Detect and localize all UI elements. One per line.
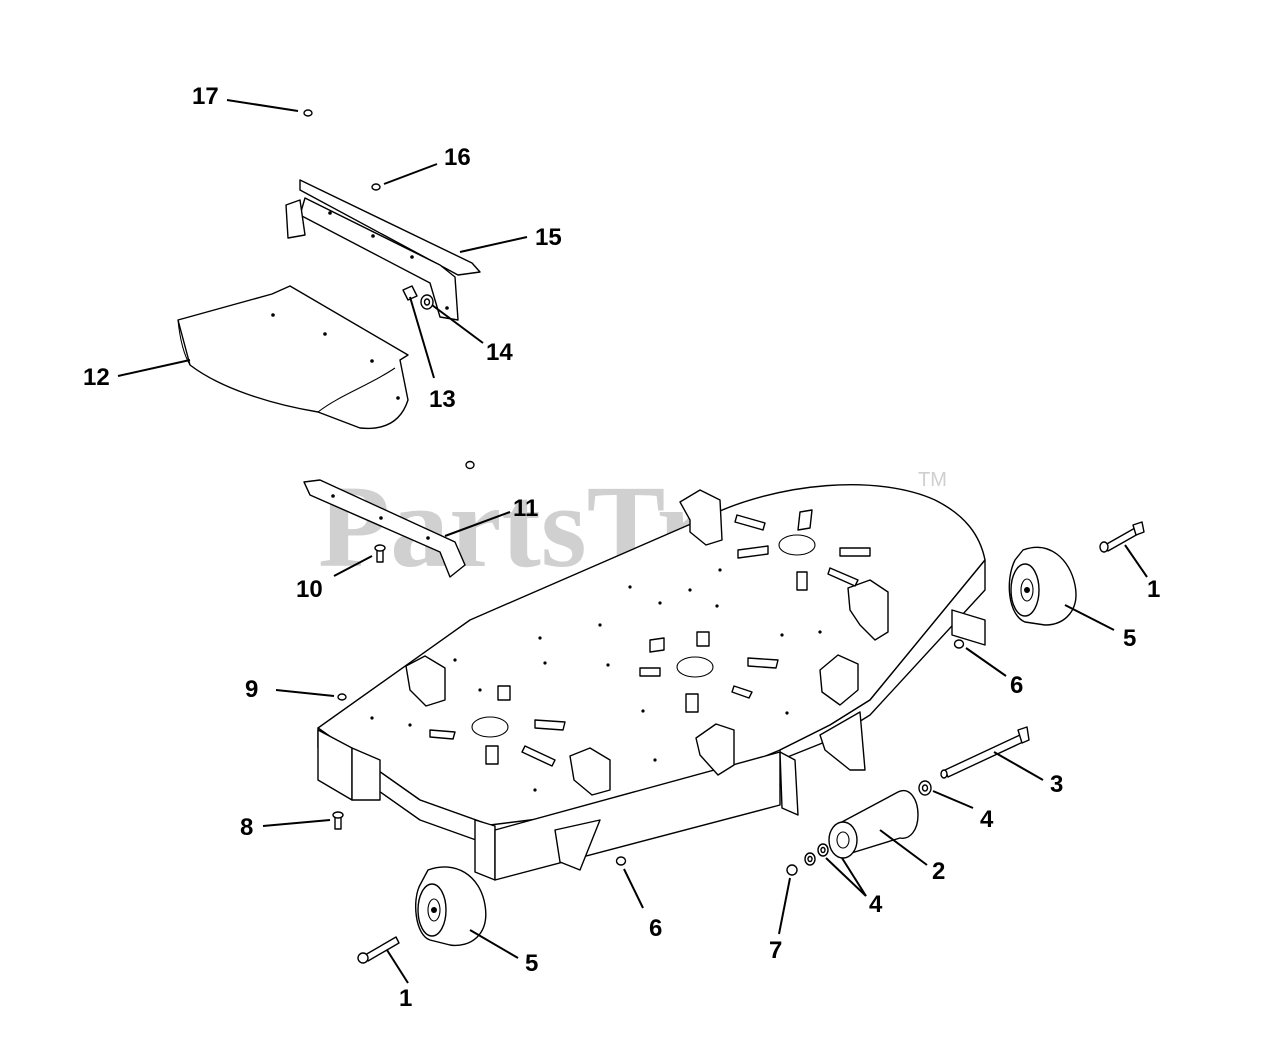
leader-8 (262, 819, 331, 827)
callout-1-left: 1 (399, 985, 412, 1012)
part-13-bolt (402, 285, 418, 301)
leader-2 (879, 829, 928, 866)
part-6-nut-bottom (615, 856, 627, 866)
part-4-washer-lower-b (804, 852, 816, 866)
part-11-bracket (303, 479, 466, 578)
callout-8: 8 (240, 814, 253, 841)
part-4-washer-upper (918, 780, 932, 796)
part-6-nut-right (953, 639, 965, 649)
part-5-wheel-left (415, 866, 487, 947)
leader-10 (333, 555, 373, 577)
leader-12 (117, 359, 191, 377)
part-3-bolt (940, 726, 1030, 779)
callout-15: 15 (535, 224, 562, 251)
callout-9: 9 (245, 676, 258, 703)
part-11-nut (465, 460, 475, 470)
callout-12: 12 (83, 364, 110, 391)
leader-4-upper (932, 790, 974, 809)
leader-17 (226, 99, 299, 112)
leader-3 (993, 751, 1044, 781)
part-10-screw (374, 544, 386, 563)
callout-16: 16 (444, 144, 471, 171)
leader-4-lower-a (825, 857, 867, 897)
leader-13 (409, 296, 435, 379)
part-1-bolt-left (357, 936, 400, 964)
mower-deck (317, 484, 986, 881)
leader-4-lower-b (841, 857, 867, 897)
callout-10: 10 (296, 576, 323, 603)
callout-14: 14 (486, 339, 513, 366)
leader-11 (444, 511, 511, 537)
leader-1-left (386, 949, 409, 984)
leader-16 (383, 163, 438, 185)
part-7-nut (786, 864, 798, 876)
callout-4-lower: 4 (869, 891, 883, 918)
callout-11: 11 (513, 495, 538, 522)
callout-3: 3 (1050, 771, 1063, 798)
part-15-bracket (285, 179, 481, 321)
leader-lines (117, 99, 1148, 984)
leader-14 (431, 304, 484, 344)
leader-7 (778, 877, 791, 935)
part-14-washer (420, 294, 434, 310)
callout-1-right: 1 (1147, 576, 1160, 603)
callout-6-bottom: 6 (649, 915, 662, 942)
part-12-shield (177, 285, 409, 430)
leader-1-right (1124, 544, 1148, 578)
callout-2: 2 (932, 858, 945, 885)
callout-5-right: 5 (1123, 625, 1136, 652)
part-17-nut (303, 109, 313, 117)
leader-6-bottom (623, 868, 644, 909)
callout-7: 7 (769, 937, 782, 964)
watermark-tm: TM (918, 469, 947, 491)
part-4-washer-lower-a (817, 843, 829, 857)
callout-4-upper: 4 (980, 806, 994, 833)
leader-5-right (1064, 604, 1115, 631)
part-1-bolt-right (1099, 521, 1145, 553)
callout-17: 17 (192, 83, 219, 110)
part-5-wheel-right (1008, 546, 1077, 626)
callout-labels: 17 16 15 14 13 12 11 10 9 8 7 6 6 5 5 4 … (83, 83, 1160, 1012)
leader-15 (459, 236, 528, 253)
part-16-nut (371, 183, 381, 191)
callout-5-left: 5 (525, 950, 538, 977)
callout-6-right: 6 (1010, 672, 1023, 699)
part-9-nut (337, 693, 347, 701)
leader-6-right (965, 647, 1007, 677)
part-8-bolt (332, 811, 344, 830)
callout-13: 13 (429, 386, 456, 413)
leader-5-left (469, 929, 519, 959)
leader-9 (275, 689, 335, 697)
